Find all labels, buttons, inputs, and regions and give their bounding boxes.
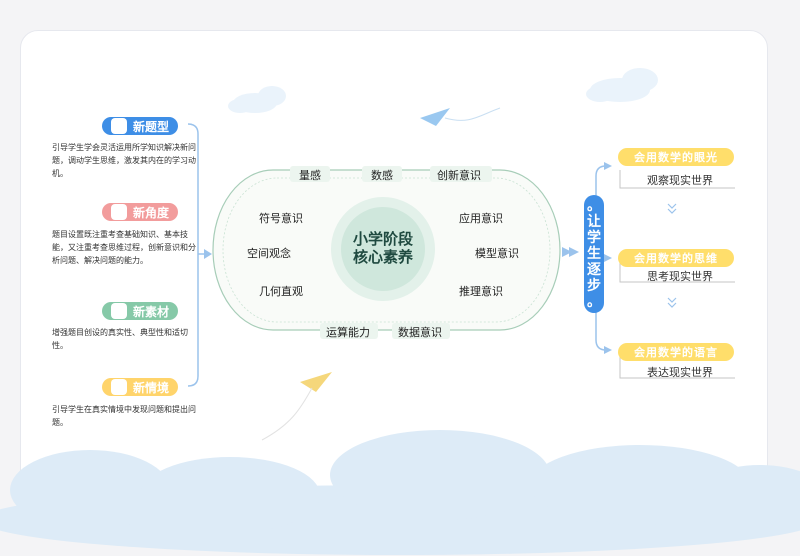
core-literacy-title: 小学阶段 核心素养 <box>343 230 423 266</box>
vertical-char: 步 <box>587 278 601 294</box>
new-question-type-tag: 新题型 <box>102 117 178 135</box>
node-operation-ability: 运算能力 <box>326 326 370 339</box>
vertical-char: 。 <box>587 294 601 310</box>
title-line-2: 核心素养 <box>352 248 413 266</box>
vertical-char: 逐 <box>587 262 601 278</box>
vertical-char: 学 <box>587 230 601 246</box>
math-thinking-tag: 会用数学的思维 <box>618 249 734 267</box>
node-number-sense: 数感 <box>371 169 393 182</box>
tag-label: 新素材 <box>132 304 169 319</box>
node-quantity-sense: 量感 <box>299 169 321 182</box>
express-world-text: 表达现实世界 <box>647 366 713 379</box>
new-situation-tag: 新情境 <box>102 378 178 396</box>
node-spatial-concept: 空间观念 <box>247 247 291 260</box>
tablet-icon <box>110 118 127 134</box>
node-innovation-awareness: 创新意识 <box>437 169 481 182</box>
new-angle-tag: 新角度 <box>102 203 178 221</box>
material-icon <box>110 303 127 319</box>
new-material-tag: 新素材 <box>102 302 178 320</box>
node-data-awareness: 数据意识 <box>398 326 442 339</box>
vertical-char: 让 <box>587 214 601 230</box>
new-question-type-desc: 引导学生学会灵活运用所学知识解决新问题，调动学生思维，激发其内在的学习动机。 <box>52 143 196 178</box>
title-line-1: 小学阶段 <box>352 230 413 248</box>
new-material-desc: 增强题目创设的真实性、典型性和适切性。 <box>52 328 188 350</box>
vertical-banner: 。 让 学 生 逐 步 。 <box>584 195 604 313</box>
think-world-text: 思考现实世界 <box>647 270 713 283</box>
scene-icon <box>110 379 127 395</box>
node-geometric-intuition: 几何直观 <box>259 285 303 298</box>
vertical-char: 生 <box>587 246 601 262</box>
tag-label: 新题型 <box>132 119 169 134</box>
tag-label: 新角度 <box>132 205 169 220</box>
tag-label: 新情境 <box>132 380 169 395</box>
node-symbol-awareness: 符号意识 <box>259 212 303 225</box>
angle-icon <box>110 204 127 220</box>
node-reasoning-awareness: 推理意识 <box>459 285 503 298</box>
observe-world-text: 观察现实世界 <box>647 174 713 187</box>
vertical-char: 。 <box>587 198 601 214</box>
new-angle-desc: 题目设置既注重考查基础知识、基本技能，又注重考查思维过程，创新意识和分析问题、解… <box>52 230 196 265</box>
math-eyes-tag: 会用数学的眼光 <box>618 148 734 166</box>
node-model-awareness: 模型意识 <box>475 247 519 260</box>
math-language-tag: 会用数学的语言 <box>618 343 734 361</box>
node-application-awareness: 应用意识 <box>459 212 503 225</box>
new-situation-desc: 引导学生在真实情境中发现问题和提出问题。 <box>52 405 196 427</box>
